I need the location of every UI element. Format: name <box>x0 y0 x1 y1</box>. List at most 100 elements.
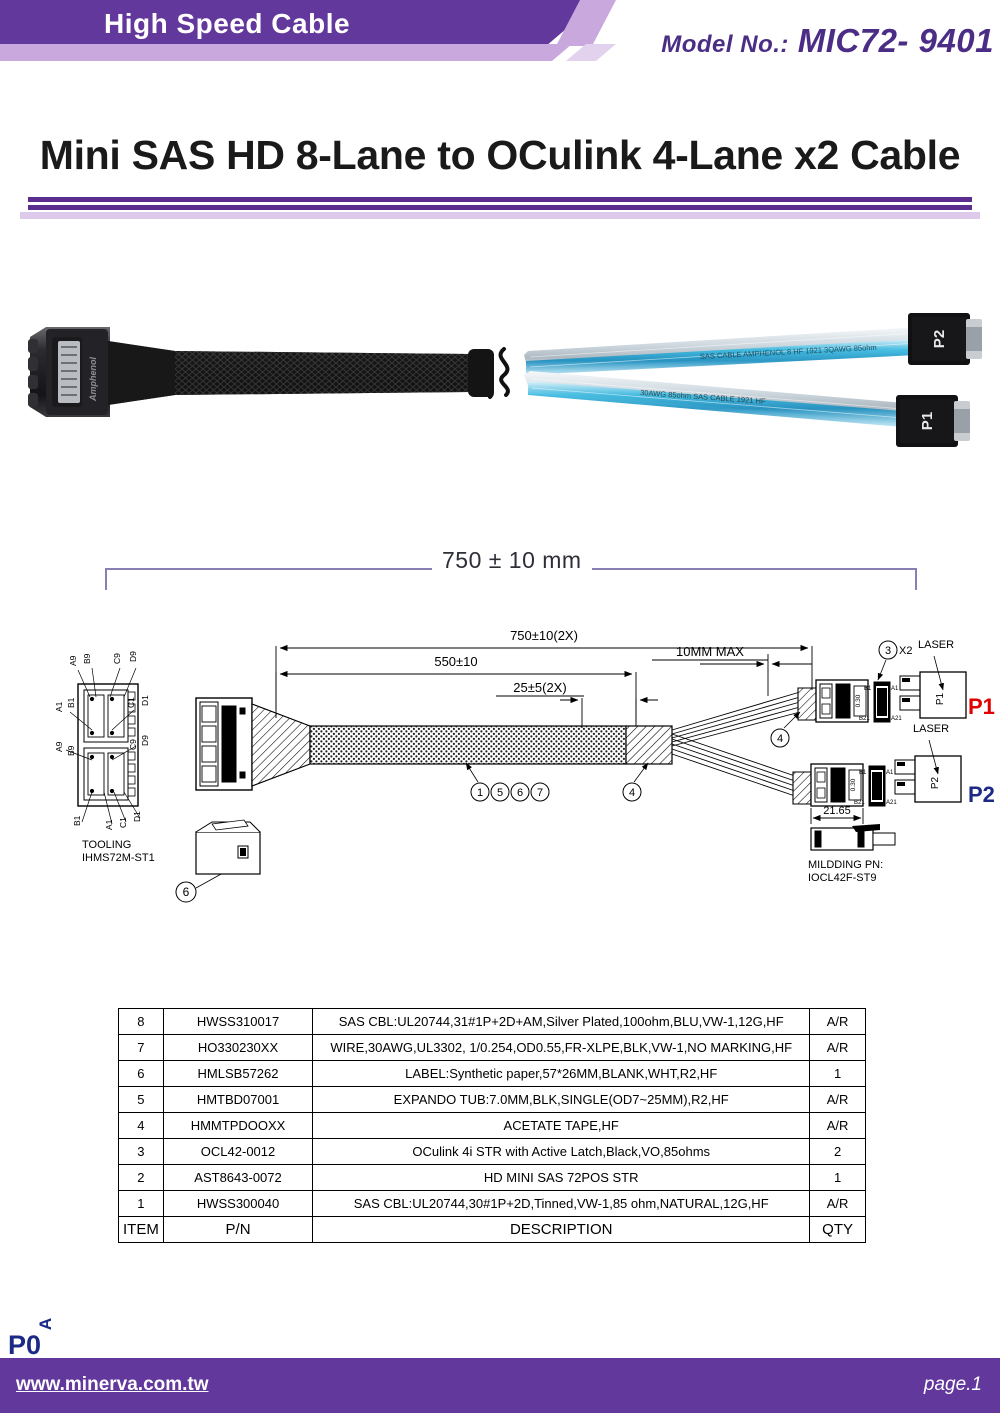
bom-cell-qty: 1 <box>809 1060 866 1087</box>
product-photo: Amphenol <box>0 255 1000 590</box>
drawing-p1-label: P1 <box>968 694 995 719</box>
photo-minisas-connector: Amphenol <box>28 327 110 417</box>
svg-text:D1: D1 <box>132 811 142 822</box>
svg-text:B9: B9 <box>66 745 76 756</box>
svg-text:4: 4 <box>629 787 635 799</box>
svg-text:A21: A21 <box>891 716 902 722</box>
p0-port-label: P0 <box>8 1330 42 1360</box>
bom-cell-description: OCulink 4i STR with Active Latch,Black,V… <box>312 1138 811 1165</box>
svg-text:LASER: LASER <box>918 639 954 651</box>
drawing-laser-box-p2: P2 LASER <box>894 723 962 803</box>
svg-text:C9: C9 <box>112 653 122 664</box>
model-number: Model No.: MIC72- 9401 <box>661 22 994 60</box>
svg-text:A9: A9 <box>54 741 64 752</box>
header-category-title: High Speed Cable <box>104 8 351 39</box>
drawing-oculink-p1-side: 0.30 <box>815 679 869 723</box>
page-header: High Speed Cable Model No.: MIC72- 9401 <box>0 0 1000 72</box>
title-rule-mid <box>28 205 972 210</box>
molding-pn-line-1: MILDDING PN: <box>808 859 883 871</box>
technical-drawing: A9 B9 C9 D9 A1 B1 C1 D1 A9 B9 C9 D9 B1 A… <box>0 600 1000 1372</box>
dim-overall: 750±10(2X) <box>510 628 578 643</box>
svg-text:P1: P1 <box>935 692 946 705</box>
svg-text:C9: C9 <box>128 739 138 750</box>
svg-text:5: 5 <box>497 787 503 799</box>
bom-cell-description: LABEL:Synthetic paper,57*26MM,BLANK,WHT,… <box>312 1060 811 1087</box>
header-band-light <box>0 44 572 61</box>
drawing-p2-label: P2 <box>968 782 995 807</box>
bom-cell-pn: HMMTPDOOXX <box>162 1112 314 1139</box>
bom-cell-item: 5 <box>118 1086 164 1113</box>
bom-cell-pn: HWSS310017 <box>162 1008 314 1035</box>
bom-cell-item: 8 <box>118 1008 164 1035</box>
bom-cell-pn: AST8643-0072 <box>162 1164 314 1191</box>
bom-cell-pn: OCL42-0012 <box>162 1138 314 1165</box>
photo-collar <box>468 349 494 397</box>
svg-text:D9: D9 <box>128 651 138 662</box>
drawing-oculink-p2-face: B1 A1 B21 A21 <box>854 765 897 807</box>
svg-text:A1: A1 <box>54 701 64 712</box>
drawing-oculink-p1-face: B1 A1 B21 A21 <box>859 681 902 723</box>
bom-cell-qty: A/R <box>809 1112 866 1139</box>
bom-cell-qty: A/R <box>809 1008 866 1035</box>
page-title: Mini SAS HD 8-Lane to OCulink 4-Lane x2 … <box>39 132 961 178</box>
svg-text:A9: A9 <box>68 655 78 666</box>
svg-text:D9: D9 <box>140 735 150 746</box>
svg-text:LASER: LASER <box>913 723 949 735</box>
bom-cell-item: 6 <box>118 1060 164 1087</box>
svg-text:6: 6 <box>183 885 190 899</box>
bom-column-header: DESCRIPTION <box>312 1216 811 1243</box>
drawing-dimensions: 750±10(2X) 550±10 25±5(2X) 10MM MAX <box>275 628 864 824</box>
photo-twinax-bundle: SAS CABLE AMPHENOL 8 HF 1921 3QAWG 85ohm… <box>524 327 920 427</box>
bom-cell-qty: A/R <box>809 1190 866 1217</box>
bom-cell-item: 7 <box>118 1034 164 1061</box>
svg-text:7: 7 <box>537 787 543 799</box>
svg-text:A1: A1 <box>891 686 899 692</box>
bom-cell-qty: A/R <box>809 1034 866 1061</box>
svg-text:B21: B21 <box>859 716 870 722</box>
dim-connector-width: 21.65 <box>823 805 851 817</box>
photo-p1-label: P1 <box>919 412 936 430</box>
model-number-label: Model No.: <box>661 31 789 58</box>
drawing-laser-box-p1: P1 LASER <box>899 639 967 719</box>
svg-text:A1: A1 <box>104 819 114 830</box>
photo-dimension-tick-right <box>915 568 917 590</box>
model-number-value: MIC72- 9401 <box>797 22 994 59</box>
svg-text:0.30: 0.30 <box>850 778 857 791</box>
product-photo-svg: Amphenol <box>28 313 982 447</box>
bom-cell-pn: HO330230XX <box>162 1034 314 1061</box>
header-slash-lower <box>566 44 616 61</box>
header-band <box>0 0 600 46</box>
photo-dimension-tick-left <box>105 568 107 590</box>
svg-text:3: 3 <box>885 645 891 657</box>
drawing-balloons: 1 5 6 7 4 4 3 X2 <box>175 640 912 903</box>
bom-cell-description: HD MINI SAS 72POS STR <box>312 1164 811 1191</box>
photo-cable-jacket <box>108 341 470 405</box>
svg-text:B1: B1 <box>66 697 76 708</box>
svg-text:1: 1 <box>477 787 483 799</box>
bom-cell-item: 1 <box>118 1190 164 1217</box>
drawing-oculink-p2-side: 0.30 <box>810 763 864 807</box>
svg-text:6: 6 <box>517 787 523 799</box>
bom-cell-description: SAS CBL:UL20744,31#1P+2D+AM,Silver Plate… <box>312 1008 811 1035</box>
drawing-breakout-wires <box>671 691 801 797</box>
drawing-molding-view <box>810 824 896 851</box>
bom-column-header: P/N <box>162 1216 314 1243</box>
bom-cell-qty: 1 <box>809 1164 866 1191</box>
dim-breakout: 25±5(2X) <box>513 680 566 695</box>
svg-text:B1: B1 <box>859 770 867 776</box>
website-link[interactable]: www.minerva.com.tw <box>16 1374 209 1395</box>
svg-text:B1: B1 <box>72 815 82 826</box>
svg-text:B1: B1 <box>864 686 872 692</box>
technical-drawing-svg: A9 B9 C9 D9 A1 B1 C1 D1 A9 B9 C9 D9 B1 A… <box>54 628 967 903</box>
bom-cell-item: 2 <box>118 1164 164 1191</box>
bom-column-header: ITEM <box>118 1216 164 1243</box>
photo-oculink-p2: P2 <box>908 313 982 365</box>
